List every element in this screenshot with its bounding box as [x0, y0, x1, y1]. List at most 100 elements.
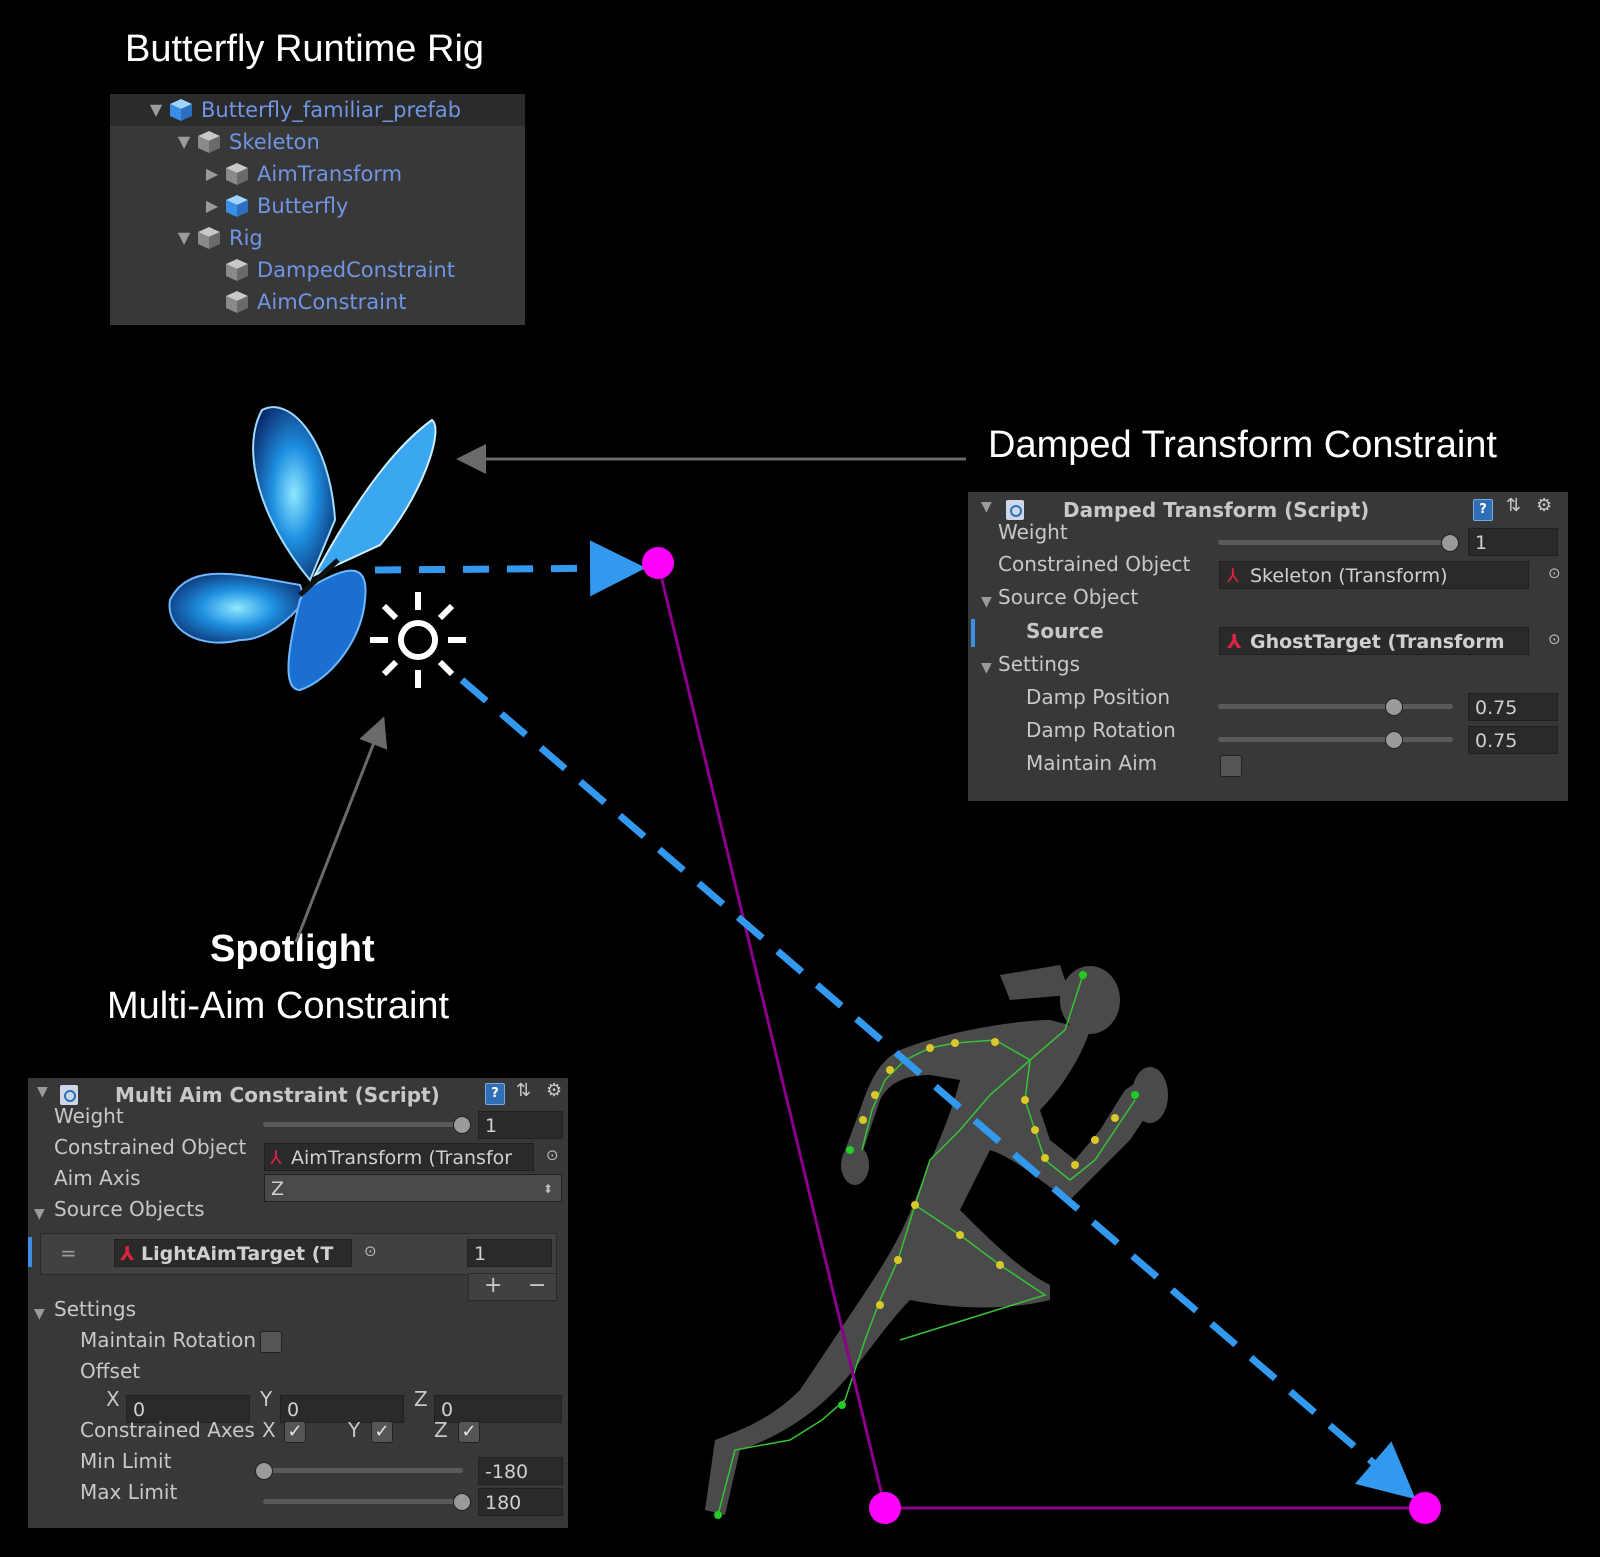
source-weight-field[interactable]: 1: [467, 1239, 552, 1267]
maintain-aim-checkbox[interactable]: [1220, 755, 1242, 777]
gear-icon[interactable]: ⚙: [1536, 495, 1553, 516]
spotlight-title: Spotlight: [210, 928, 375, 970]
min-limit-slider-knob[interactable]: [255, 1462, 273, 1480]
transform-axes-icon: ⅄: [1227, 565, 1239, 587]
source-field[interactable]: ⅄ LightAimTarget (T: [114, 1239, 352, 1267]
hierarchy-row-aimconstraint[interactable]: AimConstraint: [224, 286, 407, 318]
gameobject-cube-icon: [226, 291, 248, 313]
gear-icon[interactable]: ⚙: [546, 1080, 563, 1101]
weight-slider-track[interactable]: [1218, 540, 1453, 545]
spotlight-annotation-arrow: [294, 716, 388, 943]
list-add-remove-box: [468, 1273, 557, 1301]
settings-label: Settings: [54, 1297, 137, 1321]
source-object-foldout-icon[interactable]: ▼: [981, 594, 992, 610]
damp-rotation-slider-knob[interactable]: [1385, 731, 1403, 749]
hierarchy-row-dampedconstraint[interactable]: DampedConstraint: [224, 254, 455, 286]
hierarchy-label: DampedConstraint: [257, 258, 455, 282]
axis-y-label: Y: [348, 1418, 361, 1442]
settings-label: Settings: [998, 652, 1081, 676]
component-foldout-icon[interactable]: ▼: [37, 1084, 48, 1100]
object-picker-icon[interactable]: ⊙: [546, 1146, 559, 1164]
collapse-triangle-icon[interactable]: ▶: [205, 164, 219, 183]
min-limit-slider-track[interactable]: [263, 1468, 463, 1473]
add-element-button[interactable]: +: [484, 1273, 503, 1298]
hierarchy-row-butterfly-familiar-prefab[interactable]: ▼ Butterfly_familiar_prefab: [110, 94, 525, 126]
collapse-triangle-icon[interactable]: ▶: [205, 196, 219, 215]
damp-rotation-label: Damp Rotation: [1026, 718, 1176, 742]
constrained-object-field[interactable]: ⅄ Skeleton (Transform): [1219, 561, 1529, 589]
damp-rotation-slider-track[interactable]: [1218, 737, 1453, 742]
axis-z-checkbox[interactable]: ✓: [458, 1421, 480, 1443]
aim-axis-dropdown[interactable]: Z ⬍: [264, 1174, 562, 1202]
gameobject-cube-icon: [198, 227, 220, 249]
offset-y-field[interactable]: 0: [280, 1395, 404, 1423]
reorder-handle-icon[interactable]: =: [60, 1241, 77, 1265]
source-label: Source: [1026, 619, 1104, 643]
weight-field[interactable]: 1: [478, 1111, 563, 1139]
damp-position-slider-knob[interactable]: [1385, 698, 1403, 716]
gameobject-cube-icon: [226, 259, 248, 281]
presets-icon[interactable]: ⇅: [1506, 495, 1522, 516]
expand-triangle-icon[interactable]: ▼: [177, 228, 191, 247]
damp-position-slider-track[interactable]: [1218, 704, 1453, 709]
constrained-axes-label: Constrained Axes: [80, 1418, 255, 1442]
min-limit-label: Min Limit: [80, 1449, 172, 1473]
maintain-rotation-checkbox[interactable]: [260, 1331, 282, 1353]
offset-x-field[interactable]: 0: [126, 1395, 250, 1423]
damp-rotation-field[interactable]: 0.75: [1468, 726, 1558, 754]
aim-axis-value: Z: [271, 1178, 285, 1200]
runner-silhouette: [705, 965, 1168, 1515]
component-foldout-icon[interactable]: ▼: [981, 499, 992, 515]
source-value: GhostTarget (Transform: [1250, 631, 1505, 653]
remove-element-button[interactable]: −: [528, 1273, 547, 1298]
dropdown-arrows-icon: ⬍: [542, 1182, 553, 1196]
help-book-icon[interactable]: ?: [485, 1083, 505, 1105]
offset-label: Offset: [80, 1359, 141, 1383]
hierarchy-row-butterfly[interactable]: ▶ Butterfly: [200, 190, 349, 222]
prefab-cube-icon: [170, 99, 192, 121]
max-limit-slider-track[interactable]: [263, 1499, 463, 1504]
weight-slider-knob[interactable]: [1441, 534, 1459, 552]
butterfly-image: [168, 406, 437, 692]
damp-position-label: Damp Position: [1026, 685, 1171, 709]
hierarchy-row-rig[interactable]: ▼ Rig: [172, 222, 263, 254]
max-limit-label: Max Limit: [80, 1480, 178, 1504]
settings-foldout-icon[interactable]: ▼: [981, 660, 992, 676]
constrained-object-value: AimTransform (Transfor: [291, 1147, 513, 1169]
multi-aim-inspector: ▼ Multi Aim Constraint (Script) ? ⇅ ⚙ We…: [28, 1078, 568, 1528]
axis-y-checkbox[interactable]: ✓: [371, 1421, 393, 1443]
weight-slider-knob[interactable]: [453, 1116, 471, 1134]
max-limit-slider-knob[interactable]: [453, 1493, 471, 1511]
settings-foldout-icon[interactable]: ▼: [34, 1306, 45, 1322]
hierarchy-label: Butterfly: [257, 194, 349, 218]
damp-position-field[interactable]: 0.75: [1468, 693, 1558, 721]
object-picker-icon[interactable]: ⊙: [1548, 564, 1561, 582]
source-objects-foldout-icon[interactable]: ▼: [34, 1206, 45, 1222]
expand-triangle-icon[interactable]: ▼: [149, 100, 163, 119]
multi-aim-component-header: Multi Aim Constraint (Script): [115, 1083, 440, 1107]
help-book-icon[interactable]: ?: [1473, 499, 1493, 521]
selection-indicator: [971, 619, 975, 647]
source-object-label: Source Object: [998, 585, 1139, 609]
object-picker-icon[interactable]: ⊙: [1548, 630, 1561, 648]
prefab-cube-icon: [226, 195, 248, 217]
hierarchy-row-skeleton[interactable]: ▼ Skeleton: [172, 126, 320, 158]
damped-component-header: Damped Transform (Script): [1063, 498, 1370, 522]
axis-x-checkbox[interactable]: ✓: [284, 1421, 306, 1443]
hierarchy-panel: ▼ Butterfly_familiar_prefab ▼ Skeleton ▶…: [110, 94, 525, 325]
transform-axes-icon: ⅄: [120, 1243, 135, 1265]
presets-icon[interactable]: ⇅: [516, 1080, 532, 1101]
multi-aim-title: Multi-Aim Constraint: [107, 985, 450, 1027]
hierarchy-row-aimtransform[interactable]: ▶ AimTransform: [200, 158, 402, 190]
source-field[interactable]: ⅄ GhostTarget (Transform: [1219, 627, 1529, 655]
max-limit-field[interactable]: 180: [478, 1488, 563, 1516]
weight-slider-track[interactable]: [263, 1122, 463, 1127]
object-picker-icon[interactable]: ⊙: [364, 1242, 377, 1260]
constrained-object-field[interactable]: ⅄ AimTransform (Transfor: [264, 1143, 534, 1171]
hierarchy-label: Skeleton: [229, 130, 320, 154]
damped-title: Damped Transform Constraint: [988, 424, 1497, 466]
weight-field[interactable]: 1: [1468, 528, 1558, 556]
expand-triangle-icon[interactable]: ▼: [177, 132, 191, 151]
min-limit-field[interactable]: -180: [478, 1457, 563, 1485]
offset-z-field[interactable]: 0: [434, 1395, 562, 1423]
